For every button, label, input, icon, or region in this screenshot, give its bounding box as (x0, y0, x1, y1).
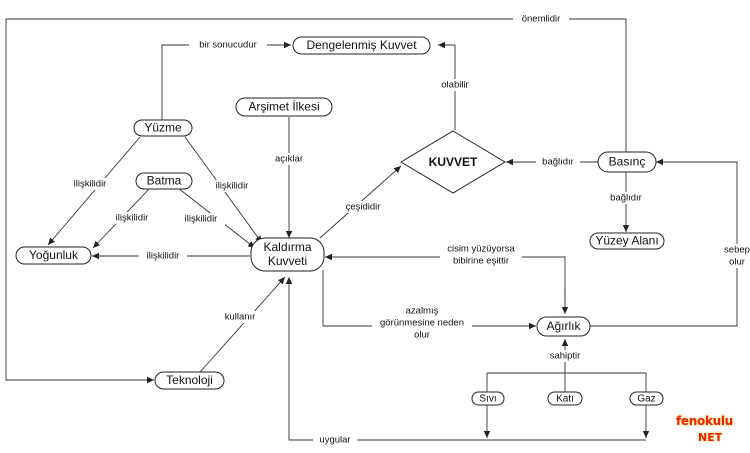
node-basinc: Basınç (597, 151, 657, 173)
edge-yuzme-yogunluk (47, 136, 141, 246)
svg-text:Batma: Batma (147, 174, 182, 188)
svg-text:Yüzme: Yüzme (144, 121, 182, 135)
label-uygular: uygular (313, 434, 357, 446)
edge-olabilir (438, 41, 456, 130)
svg-text:bir sonucudur: bir sonucudur (199, 40, 257, 51)
node-kuvvet: KUVVET (400, 130, 506, 194)
node-kati: Katı (547, 391, 583, 406)
svg-text:Yüzey Alanı: Yüzey Alanı (595, 234, 658, 248)
label-olabilir: olabilir (433, 79, 477, 91)
label-cesididir: çeşididir (340, 201, 386, 213)
svg-text:uygular: uygular (319, 435, 350, 446)
svg-text:Kuvveti: Kuvveti (268, 254, 307, 268)
svg-text:Arşimet İlkesi: Arşimet İlkesi (248, 100, 319, 114)
svg-text:sahiptir: sahiptir (550, 351, 581, 362)
svg-text:açıklar: açıklar (275, 154, 303, 165)
node-agirlik: Ağırlık (536, 316, 591, 337)
svg-text:ilişkilidir: ilişkilidir (74, 179, 107, 190)
svg-text:ilişkilidir: ilişkilidir (147, 251, 180, 262)
edge-uygular (285, 277, 646, 441)
node-kaldirma-kuvveti: Kaldırma Kuvveti (250, 237, 325, 272)
label-iliskilidir-2: ilişkilidir (208, 180, 256, 192)
edge-onemlidir (5, 18, 627, 384)
label-azalmis: azalmış görünmesine neden olur (372, 305, 472, 341)
svg-text:bağlıdır: bağlıdır (542, 157, 574, 168)
svg-text:Dengelenmiş Kuvvet: Dengelenmiş Kuvvet (306, 38, 417, 52)
logo-net-text: NET (698, 431, 723, 444)
svg-text:Teknoloji: Teknoloji (166, 373, 213, 387)
svg-text:kullanır: kullanır (225, 312, 256, 323)
node-gaz: Gaz (629, 391, 664, 406)
label-sebep-olur: sebep olur (719, 244, 750, 268)
svg-text:olur: olur (729, 257, 745, 268)
label-bagidir-yuzey: bağlıdır (604, 192, 648, 204)
svg-text:ilişkilidir: ilişkilidir (116, 213, 149, 224)
svg-text:ilişkilidir: ilişkilidir (216, 181, 249, 192)
label-sahiptir: sahiptir (543, 350, 587, 362)
label-bagidir-kuvvet: bağlıdır (536, 156, 580, 168)
node-batma: Batma (135, 172, 193, 190)
svg-text:KUVVET: KUVVET (429, 155, 478, 169)
svg-text:cisim yüzüyorsa: cisim yüzüyorsa (447, 244, 515, 255)
label-iliskilidir-4: ilişkilidir (177, 213, 225, 225)
node-yuzey-alani: Yüzey Alanı (589, 232, 665, 250)
fenokulu-logo: fenokulu NET (672, 410, 748, 450)
logo-text: fenokulu (676, 414, 733, 428)
svg-text:Basınç: Basınç (609, 155, 646, 169)
label-iliskilidir-1: ilişkilidir (66, 178, 114, 190)
svg-text:çeşididir: çeşididir (346, 202, 381, 213)
node-sivi: Sıvı (471, 391, 505, 406)
svg-text:Kaldırma: Kaldırma (263, 240, 311, 254)
label-aciklar: açıklar (270, 153, 308, 165)
edge-kullanir (199, 276, 286, 373)
node-yuzme: Yüzme (133, 119, 193, 137)
label-bir-sonucudur: bir sonucudur (189, 39, 267, 51)
svg-text:azalmış: azalmış (406, 306, 439, 317)
label-kullanir: kullanır (220, 311, 260, 323)
svg-text:Ağırlık: Ağırlık (546, 319, 581, 333)
svg-text:Sıvı: Sıvı (479, 394, 496, 405)
label-iliskilidir-3: ilişkilidir (108, 212, 156, 224)
svg-text:olabilir: olabilir (441, 80, 468, 91)
svg-text:ilişkilidir: ilişkilidir (185, 214, 218, 225)
svg-text:önemlidir: önemlidir (522, 14, 561, 25)
node-teknoloji: Teknoloji (154, 371, 225, 390)
svg-text:Gaz: Gaz (637, 394, 655, 405)
svg-text:sebep: sebep (724, 245, 750, 256)
svg-text:Katı: Katı (556, 394, 574, 405)
node-arsimet-ilkesi: Arşimet İlkesi (235, 97, 333, 117)
svg-text:Yoğunluk: Yoğunluk (29, 248, 79, 262)
svg-text:bibirine eşittir: bibirine eşittir (453, 256, 509, 267)
svg-text:görünmesine neden: görünmesine neden (380, 318, 464, 329)
label-iliskilidir-5: ilişkilidir (139, 250, 187, 262)
node-yogunluk: Yoğunluk (15, 246, 92, 265)
svg-text:bağlıdır: bağlıdır (610, 193, 642, 204)
svg-text:olur: olur (414, 330, 430, 341)
node-dengelenmis-kuvvet: Dengelenmiş Kuvvet (292, 36, 431, 55)
label-onemlidir: önemlidir (513, 13, 569, 25)
label-cisim-yuzuyorsa: cisim yüzüyorsa bibirine eşittir (440, 243, 522, 267)
